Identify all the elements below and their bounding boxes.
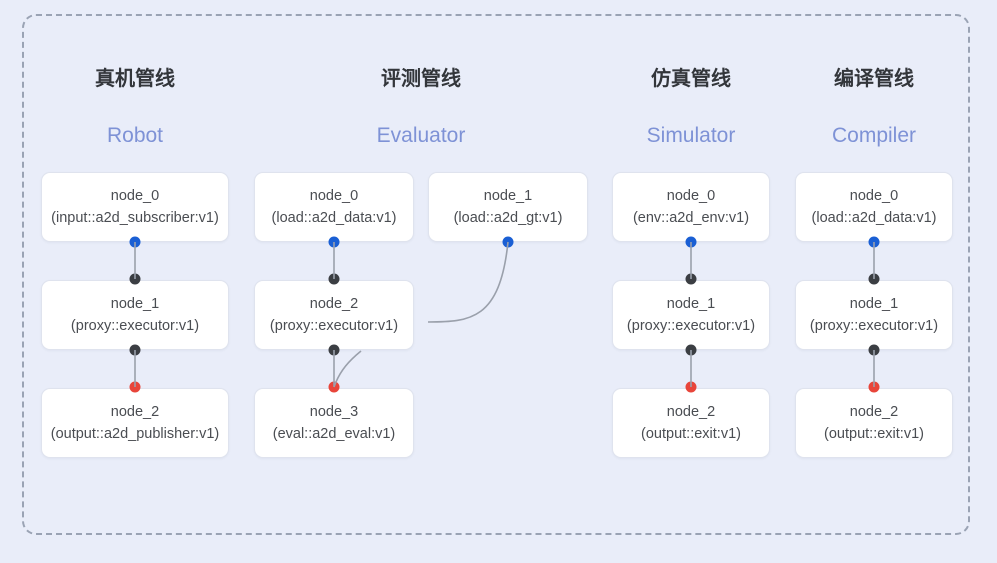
node-card[interactable]: node_2 (output::a2d_publisher:v1) [41,388,229,458]
column-subtitle-compiler: Compiler [831,124,917,147]
node-id: node_3 [309,403,359,420]
node-type: (output::exit:v1) [641,426,741,442]
port-output-dot[interactable] [502,236,514,248]
node-id: node_2 [849,403,899,420]
node-card[interactable]: node_0 (load::a2d_data:v1) [254,172,414,242]
column-title-robot: 真机管线 [95,68,175,90]
node-id: node_1 [666,295,716,312]
node-id: node_0 [110,187,160,204]
node-card[interactable]: node_3 (eval::a2d_eval:v1) [254,388,414,458]
node-id: node_1 [483,187,533,204]
node-card[interactable]: node_1 (proxy::executor:v1) [41,280,229,350]
node-type: (proxy::executor:v1) [269,318,399,334]
column-title-simulator: 仿真管线 [651,68,731,90]
node-card[interactable]: node_2 (output::exit:v1) [612,388,770,458]
port-link-dot[interactable] [868,344,880,356]
port-terminal-dot[interactable] [129,381,141,393]
node-type: (eval::a2d_eval:v1) [272,426,396,442]
column-subtitle-robot: Robot [106,124,164,147]
node-card[interactable]: node_0 (env::a2d_env:v1) [612,172,770,242]
port-link-dot[interactable] [685,273,697,285]
port-output-dot[interactable] [328,236,340,248]
node-card[interactable]: node_1 (proxy::executor:v1) [795,280,953,350]
node-type: (input::a2d_subscriber:v1) [51,210,219,226]
node-type: (proxy::executor:v1) [626,318,756,334]
node-id: node_2 [666,403,716,420]
port-output-dot[interactable] [868,236,880,248]
column-subtitle-simulator: Simulator [646,124,736,147]
column-title-evaluator: 评测管线 [381,68,461,90]
node-type: (proxy::executor:v1) [809,318,939,334]
port-output-dot[interactable] [129,236,141,248]
node-id: node_0 [309,187,359,204]
diagram-dashed-frame [22,14,970,535]
node-id: node_1 [849,295,899,312]
port-link-dot[interactable] [328,344,340,356]
node-type: (output::a2d_publisher:v1) [50,426,220,442]
port-link-dot[interactable] [129,273,141,285]
node-type: (load::a2d_gt:v1) [453,210,563,226]
port-output-dot[interactable] [685,236,697,248]
node-card[interactable]: node_2 (output::exit:v1) [795,388,953,458]
node-card[interactable]: node_1 (proxy::executor:v1) [612,280,770,350]
column-subtitle-evaluator: Evaluator [376,124,466,147]
port-terminal-dot[interactable] [868,381,880,393]
port-link-dot[interactable] [685,344,697,356]
port-link-dot[interactable] [129,344,141,356]
node-id: node_1 [110,295,160,312]
node-type: (proxy::executor:v1) [70,318,200,334]
port-terminal-dot[interactable] [685,381,697,393]
node-id: node_2 [309,295,359,312]
column-title-compiler: 编译管线 [834,68,914,90]
port-terminal-dot[interactable] [328,381,340,393]
node-type: (env::a2d_env:v1) [632,210,750,226]
node-card[interactable]: node_2 (proxy::executor:v1) [254,280,414,350]
node-id: node_2 [110,403,160,420]
node-type: (output::exit:v1) [824,426,924,442]
node-card[interactable]: node_0 (load::a2d_data:v1) [795,172,953,242]
node-type: (load::a2d_data:v1) [271,210,397,226]
node-card[interactable]: node_0 (input::a2d_subscriber:v1) [41,172,229,242]
node-card[interactable]: node_1 (load::a2d_gt:v1) [428,172,588,242]
port-link-dot[interactable] [868,273,880,285]
node-type: (load::a2d_data:v1) [811,210,937,226]
port-link-dot[interactable] [328,273,340,285]
node-id: node_0 [666,187,716,204]
node-id: node_0 [849,187,899,204]
